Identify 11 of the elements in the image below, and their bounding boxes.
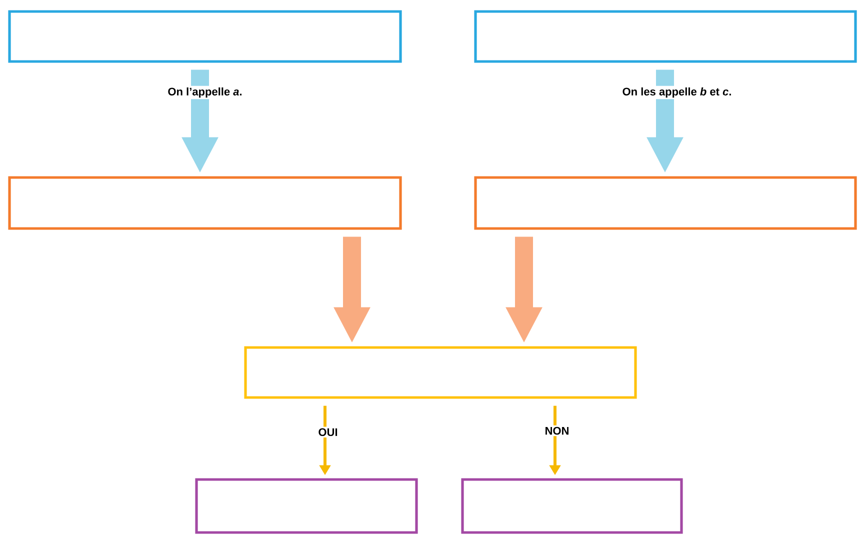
empty-box (8, 10, 402, 63)
edge-label: On les appelle b et c. (620, 86, 734, 100)
empty-box (8, 176, 402, 230)
edge-label: On l’appelle a. (166, 86, 244, 100)
empty-box (474, 10, 857, 63)
empty-box (474, 176, 857, 230)
empty-box (195, 478, 418, 534)
empty-box (461, 478, 683, 534)
edge-label: OUI (316, 426, 340, 438)
empty-box (244, 346, 637, 399)
edge-label: NON (543, 425, 571, 436)
